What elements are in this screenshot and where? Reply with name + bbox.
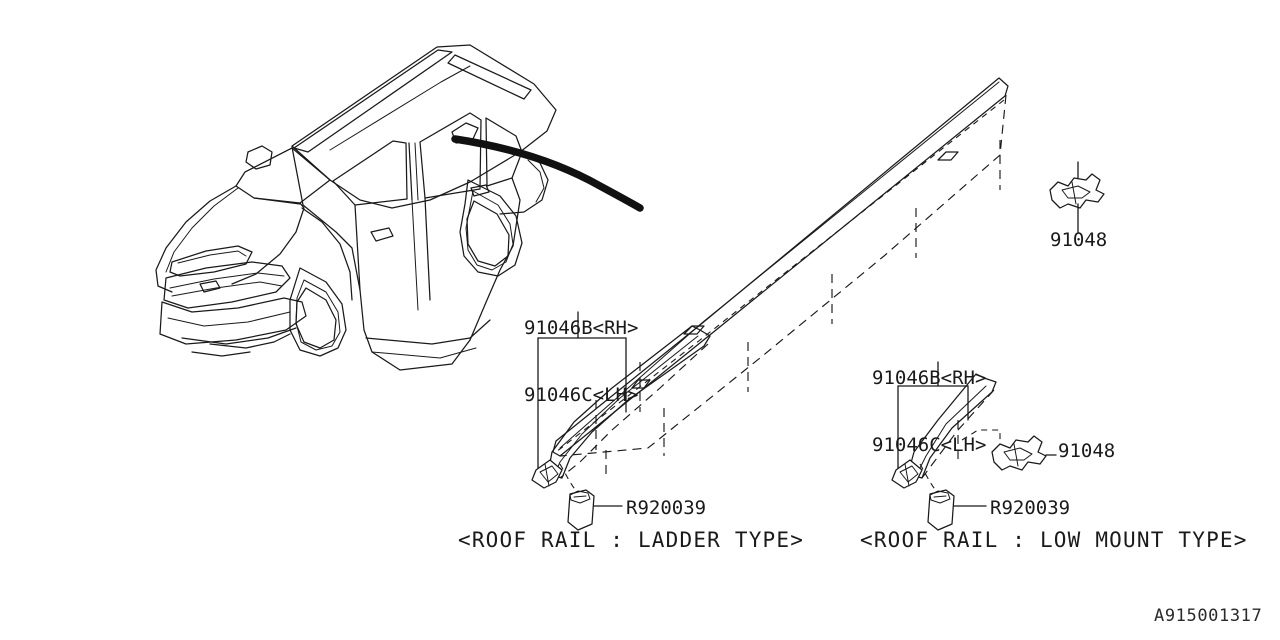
part-number-91046c-lh-lowmount: 91046C<LH> [872,434,987,457]
vehicle-illustration [155,44,644,371]
detail-ladder-type [531,311,711,531]
detail-low-mount-type [891,361,1057,531]
main-roof-rail-detail [552,77,1009,474]
part-number-r920039-ladder: R920039 [626,497,707,519]
clip-91048-top [1049,161,1105,233]
caption-roof-rail-low-mount-type: <ROOF RAIL : LOW MOUNT TYPE> [860,528,1248,552]
part-number-label-ladder: 91046B<RH> 91046C<LH> [524,272,638,451]
part-number-91046b-rh-lowmount: 91046B<RH> [872,366,987,389]
part-number-91048-low-mount: 91048 [1058,440,1116,462]
drawing-number: A915001317 [1154,606,1263,626]
part-number-r920039-low-mount: R920039 [990,497,1071,519]
part-number-91046b-rh-ladder: 91046B<RH> [524,316,639,339]
caption-roof-rail-ladder-type: <ROOF RAIL : LADDER TYPE> [458,528,805,552]
part-number-91046c-lh-ladder: 91046C<LH> [524,384,639,407]
part-number-label-low-mount: 91046B<RH> 91046C<LH> [872,322,986,501]
part-number-91048-top: 91048 [1050,229,1108,251]
